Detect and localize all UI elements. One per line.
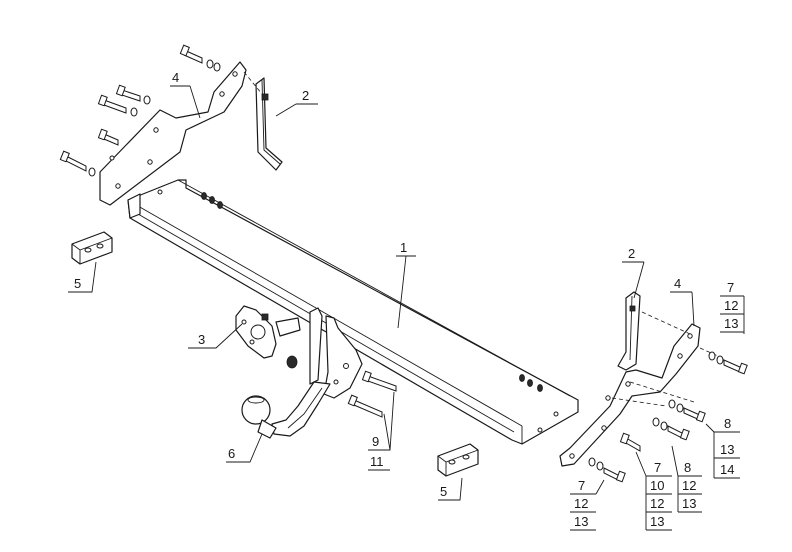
bolts-left-bracket	[59, 44, 221, 177]
bolts-9-11	[347, 370, 397, 418]
callout-stack-7-10-12-13-13: 13	[650, 514, 664, 529]
bolt-upper-left-4	[97, 128, 119, 146]
bolts-right-bracket	[588, 351, 748, 483]
callout-stack-8-13-14-13: 13	[720, 442, 734, 457]
callout-11: 11	[370, 454, 384, 469]
spacer-block-bottom	[437, 443, 479, 477]
callout-stack-top-12: 12	[724, 298, 738, 313]
bolt-right-8-12-13	[652, 417, 690, 441]
spacer-block-left	[71, 231, 113, 265]
callout-stack-8-12-13-13: 13	[682, 496, 696, 511]
callout-9: 9	[372, 434, 379, 449]
callout-stack-8-12-13-8: 8	[684, 460, 691, 475]
callout-3: 3	[198, 332, 205, 347]
socket-plate	[235, 305, 301, 369]
callout-1: 1	[400, 240, 407, 255]
callout-stack-bottom-7: 7	[578, 478, 585, 493]
callout-stack-7-10-12-13-12: 12	[650, 496, 664, 511]
bolt-right-7-12-13-top	[708, 351, 748, 375]
callout-stack-8-13-14-14: 14	[720, 462, 734, 477]
callout-4-left: 4	[172, 70, 179, 85]
bolt-upper-left-3	[97, 94, 138, 117]
angle-bracket-right	[617, 291, 641, 371]
callout-stack-8-12-13-12: 12	[682, 478, 696, 493]
neck-plates	[309, 307, 363, 399]
callout-stack-bottom-13: 13	[574, 514, 588, 529]
side-bracket-left	[99, 61, 247, 206]
leader-lines	[68, 85, 745, 531]
callout-2-top: 2	[302, 88, 309, 103]
callout-2-right: 2	[628, 246, 635, 261]
bolt-right-7-12-13-bottom	[588, 457, 626, 483]
angle-bracket-upper	[255, 77, 283, 171]
callout-stack-8-13-14-8: 8	[724, 416, 731, 431]
bolt-upper-left-2	[115, 84, 151, 105]
towball-neck	[241, 381, 331, 439]
callout-stack-bottom-12: 12	[574, 496, 588, 511]
bolt-upper-left-5	[59, 150, 96, 177]
callout-4-right: 4	[674, 276, 681, 291]
callout-6: 6	[228, 446, 235, 461]
callout-stack-top-13: 13	[724, 316, 738, 331]
callout-5-bottom: 5	[440, 484, 447, 499]
callout-labels: 1 2 4 2 4 3 5 5 6 9 11 7 12 13 8 13 14 8…	[74, 70, 738, 529]
bolt-right-8-13-14	[668, 399, 706, 423]
callout-stack-7-10-12-13-7: 7	[654, 460, 661, 475]
callout-stack-top-7: 7	[727, 280, 734, 295]
bolt-upper-left-1	[179, 44, 221, 72]
bolt-right-7-10-12-13	[619, 432, 641, 452]
callout-stack-7-10-12-13-10: 10	[650, 478, 664, 493]
callout-5-left: 5	[74, 276, 81, 291]
